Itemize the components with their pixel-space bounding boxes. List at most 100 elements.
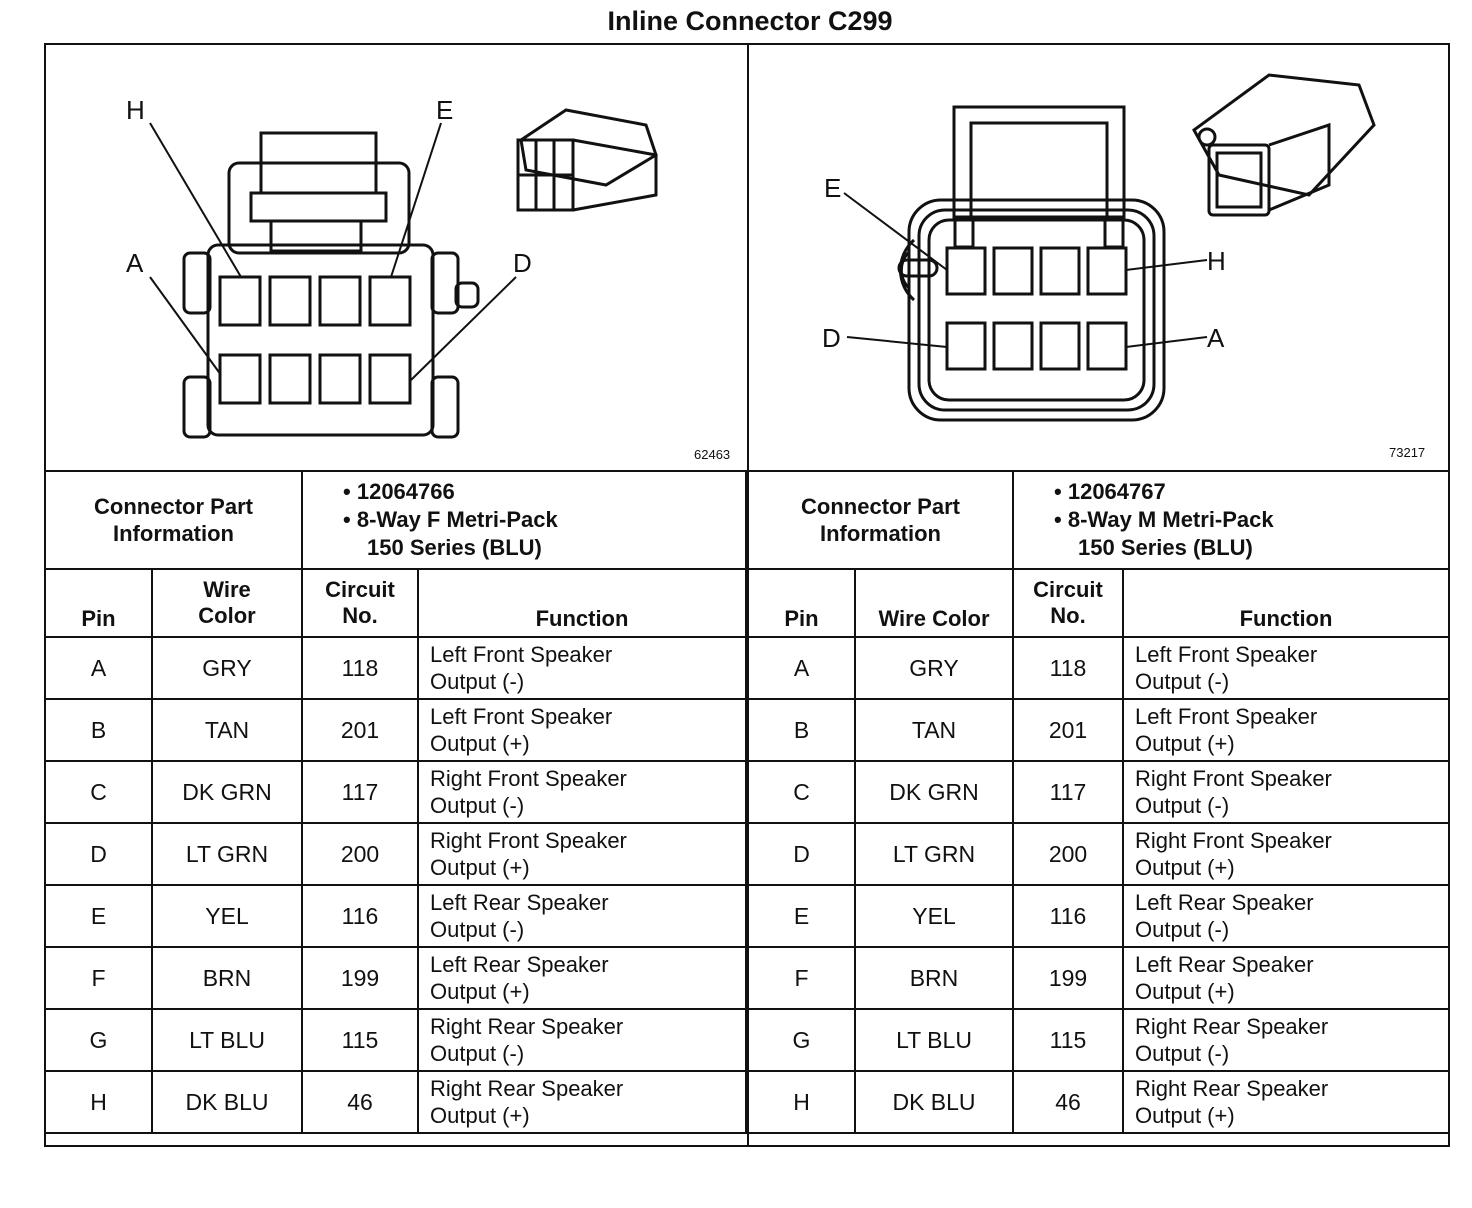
part-number: • 12064767	[1054, 479, 1166, 504]
wire-color-cell: GRY	[150, 636, 304, 700]
wire-color-cell: DK GRN	[853, 760, 1015, 824]
circuit-cell: 200	[1012, 822, 1125, 886]
pin-label-h: H	[126, 95, 145, 125]
pin-label-d: D	[822, 323, 841, 353]
circuit-cell: 46	[1012, 1070, 1125, 1134]
page-title: Inline Connector C299	[607, 6, 893, 36]
pin-cell: B	[44, 698, 153, 762]
circuit-cell: 117	[1012, 760, 1125, 824]
pin-cell: F	[747, 946, 856, 1010]
female-connector-drawing	[149, 108, 658, 439]
pin-cell: H	[44, 1070, 153, 1134]
pin-cell: E	[44, 884, 153, 948]
col-pin: Pin	[44, 568, 153, 638]
reference-number: 73217	[1389, 445, 1426, 460]
pin-label-a: A	[1207, 323, 1225, 353]
male-connector-drawing	[843, 73, 1376, 422]
circuit-cell: 199	[1012, 946, 1125, 1010]
part-info: • 12064767 • 8-Way M Metri-Pack 150 Seri…	[1012, 470, 1450, 570]
circuit-cell: 201	[301, 698, 420, 762]
pin-label-d: D	[513, 248, 532, 278]
wire-color-cell: BRN	[853, 946, 1015, 1010]
pin-cell: C	[44, 760, 153, 824]
pin-cell: D	[747, 822, 856, 886]
wire-color-cell: GRY	[853, 636, 1015, 700]
circuit-cell: 115	[301, 1008, 420, 1072]
wire-color-cell: DK BLU	[853, 1070, 1015, 1134]
col-function: Function	[417, 568, 747, 638]
pin-cell: G	[44, 1008, 153, 1072]
circuit-cell: 117	[301, 760, 420, 824]
male-connector-panel: E H D A 73217	[749, 45, 1450, 471]
col-function: Function	[1122, 568, 1450, 638]
wire-color-cell: BRN	[150, 946, 304, 1010]
col-wire-color: Wire Color	[853, 568, 1015, 638]
pin-cell: H	[747, 1070, 856, 1134]
wire-color-cell: TAN	[150, 698, 304, 762]
part-number: • 12064766	[343, 479, 455, 504]
pin-label-h: H	[1207, 246, 1226, 276]
wire-color-cell: DK BLU	[150, 1070, 304, 1134]
circuit-cell: 116	[1012, 884, 1125, 948]
circuit-cell: 118	[1012, 636, 1125, 700]
wire-color-cell: TAN	[853, 698, 1015, 762]
pin-cell: A	[747, 636, 856, 700]
pin-cell: B	[747, 698, 856, 762]
wire-color-cell: LT BLU	[853, 1008, 1015, 1072]
wire-color-cell: LT BLU	[150, 1008, 304, 1072]
wire-color-cell: LT GRN	[150, 822, 304, 886]
pin-cell: D	[44, 822, 153, 886]
female-connector-panel: H E A D 62463	[46, 45, 747, 471]
reference-number: 62463	[694, 447, 731, 462]
wire-color-cell: LT GRN	[853, 822, 1015, 886]
circuit-cell: 201	[1012, 698, 1125, 762]
circuit-cell: 200	[301, 822, 420, 886]
wire-color-cell: YEL	[150, 884, 304, 948]
pin-cell: E	[747, 884, 856, 948]
pin-cell: A	[44, 636, 153, 700]
circuit-cell: 118	[301, 636, 420, 700]
pin-label-a: A	[126, 248, 144, 278]
pin-label-e: E	[436, 95, 454, 125]
wire-color-cell: DK GRN	[150, 760, 304, 824]
col-pin: Pin	[747, 568, 856, 638]
pin-label-e: E	[824, 173, 842, 203]
pin-cell: C	[747, 760, 856, 824]
circuit-cell: 46	[301, 1070, 420, 1134]
